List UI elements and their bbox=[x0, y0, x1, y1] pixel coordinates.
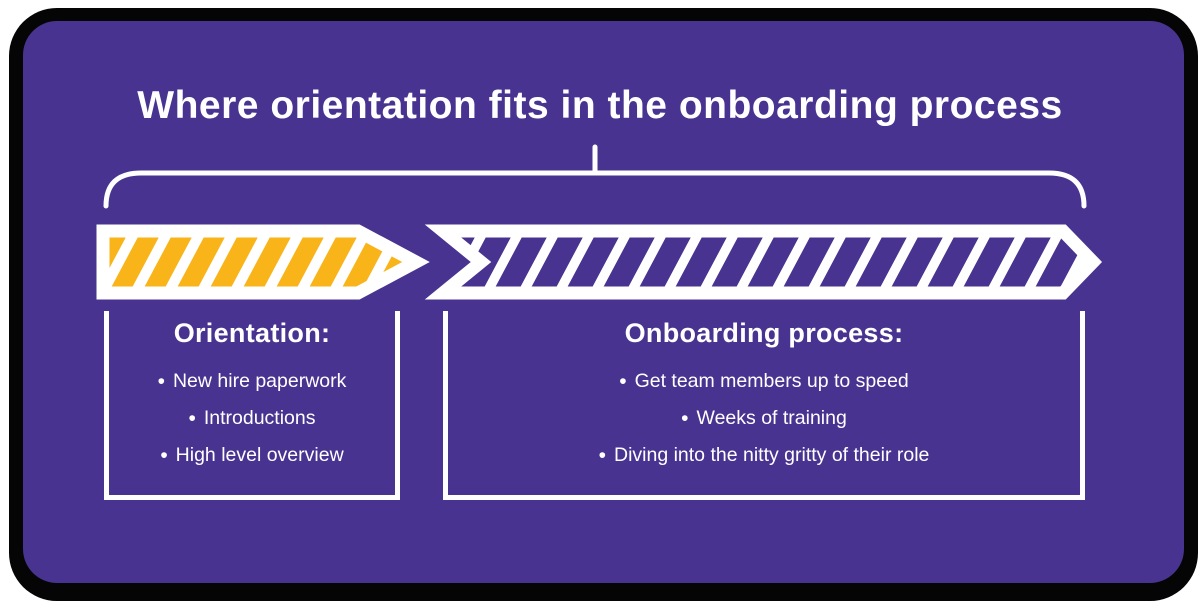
bullet-text: New hire paperwork bbox=[172, 370, 347, 392]
page-title: Where orientation fits in the onboarding… bbox=[137, 84, 1063, 127]
list-item: • Diving into the nitty gritty of their r… bbox=[448, 437, 1080, 474]
bullet-text: Diving into the nitty gritty of their ro… bbox=[613, 444, 930, 466]
list-item: • New hire paperwork bbox=[109, 363, 395, 400]
purple-panel bbox=[23, 21, 1184, 583]
onboarding-heading: Onboarding process: bbox=[624, 318, 904, 348]
bullet-text: High level overview bbox=[175, 444, 344, 466]
bullet-icon: • bbox=[188, 407, 196, 430]
bullet-text: Introductions bbox=[203, 407, 316, 429]
list-item: • Get team members up to speed bbox=[448, 363, 1080, 400]
list-item: • Weeks of training bbox=[448, 400, 1080, 437]
bullet-icon: • bbox=[619, 370, 627, 393]
bullet-text: Get team members up to speed bbox=[634, 370, 909, 392]
bullet-icon: • bbox=[157, 370, 165, 393]
onboarding-section: Onboarding process: • Get team members up… bbox=[443, 311, 1085, 500]
bullet-text: Weeks of training bbox=[696, 407, 847, 429]
bullet-icon: • bbox=[160, 444, 168, 467]
bullet-icon: • bbox=[598, 444, 606, 467]
orientation-heading: Orientation: bbox=[173, 318, 331, 348]
list-item: • High level overview bbox=[109, 437, 395, 474]
bullet-icon: • bbox=[681, 407, 689, 430]
list-item: • Introductions bbox=[109, 400, 395, 437]
orientation-section: Orientation: • New hire paperwork • Introd… bbox=[104, 311, 400, 500]
